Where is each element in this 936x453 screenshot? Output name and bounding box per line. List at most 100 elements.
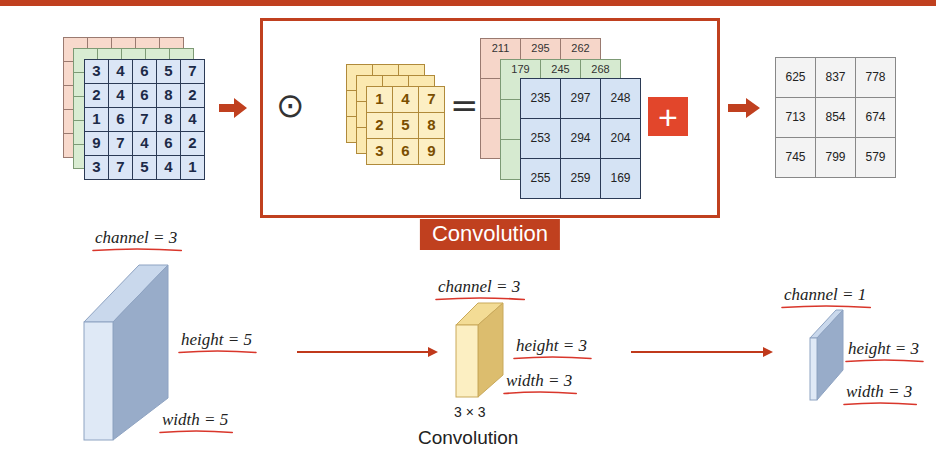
matrix-cell: 6 [132,59,157,84]
matrix-cell: 169 [600,158,641,199]
matrix-cell: 204 [600,118,641,159]
matrix-value: 1 [92,111,100,128]
matrix-cell: 8 [156,83,181,108]
top-bar [0,0,936,6]
dimension-label: height = 5 [181,330,252,350]
matrix-value: 799 [825,151,845,164]
matrix-value: 245 [551,63,569,75]
matrix-cell: 7 [108,131,133,156]
matrix-value: 4 [140,135,148,152]
matrix-cell: 745 [775,137,816,178]
dimension-label: channel = 3 [438,277,520,297]
operator-symbol: ⊙ [276,86,305,125]
frame-title: Convolution [420,219,560,250]
matrix-grid: 235297248253294204255259169 [520,78,641,199]
matrix-cell: 297 [560,78,601,119]
matrix-cell: 2 [180,83,205,108]
slab-side [113,265,168,440]
slab-side [817,310,843,400]
matrix-value: 294 [570,132,590,145]
dimension-label: width = 5 [162,410,228,430]
matrix-value: 8 [164,87,172,104]
matrix-cell: 4 [156,155,181,180]
matrix-value: 7 [427,91,435,108]
matrix-value: 262 [571,42,589,54]
matrix-cell: 7 [418,86,445,113]
matrix-value: 6 [116,111,124,128]
matrix-cell: 5 [156,59,181,84]
hand-underline [844,403,916,405]
flow-arrow [297,351,430,353]
matrix-value: 2 [375,117,383,134]
matrix-cell: 1 [84,107,109,132]
matrix-cell: 778 [855,57,896,98]
matrix-value: 295 [531,42,549,54]
matrix-cell: 713 [775,97,816,138]
hand-underline [160,431,232,433]
matrix-grid: 625837778713854674745799579 [775,57,896,178]
dimension-label: height = 3 [516,336,587,356]
matrix-cell: 4 [132,131,157,156]
matrix-value: 2 [188,135,196,152]
kernel-size-label: 3 × 3 [454,404,486,420]
matrix-value: 4 [164,159,172,176]
dimension-label: height = 3 [848,339,919,359]
matrix-cell: 7 [108,155,133,180]
matrix-value: 3 [375,143,383,160]
matrix-value: 6 [164,135,172,152]
matrix-value: 4 [188,111,196,128]
matrix-value: 211 [492,42,510,54]
matrix-cell: 1 [366,86,393,113]
dimension-label: channel = 1 [784,285,866,305]
matrix-value: 1 [375,91,383,108]
matrix-value: 1 [188,159,196,176]
matrix-value: 5 [401,117,409,134]
matrix-cell: 6 [132,83,157,108]
matrix-cell: 625 [775,57,816,98]
matrix-cell: 6 [392,138,419,165]
matrix-cell: 8 [156,107,181,132]
matrix-cell: 253 [520,118,561,159]
matrix-cell: 6 [108,107,133,132]
matrix-value: 7 [116,159,124,176]
hand-underline [504,392,576,394]
sum-sign: + [658,100,678,134]
hand-underline [436,298,524,300]
matrix-value: 297 [570,92,590,105]
matrix-cell: 6 [156,131,181,156]
matrix-value: 3 [92,63,100,80]
flow-arrow [631,351,765,353]
matrix-value: 4 [116,87,124,104]
hand-underline [93,249,181,251]
matrix-value: 253 [530,132,550,145]
operator-symbol: = [450,86,479,125]
sum-box: + [648,97,688,136]
matrix-cell: 3 [84,59,109,84]
matrix-cell: 7 [132,107,157,132]
matrix-value: 7 [116,135,124,152]
dimension-label: width = 3 [506,371,572,391]
hand-underline [782,306,870,308]
matrix-cell: 4 [108,83,133,108]
matrix-value: 4 [116,63,124,80]
matrix-value: 255 [530,172,550,185]
hand-underline [179,351,256,353]
dimension-label: channel = 3 [95,228,177,248]
matrix-value: 6 [140,87,148,104]
matrix-value: 248 [610,92,630,105]
matrix-value: 5 [140,159,148,176]
matrix-cell: 2 [180,131,205,156]
dimension-label: width = 3 [846,382,912,402]
matrix-value: 4 [401,91,409,108]
matrix-value: 7 [140,111,148,128]
matrix-cell: 3 [84,155,109,180]
matrix-value: 8 [164,111,172,128]
flow-arrow [728,98,760,118]
slab-front [84,322,113,440]
arrow-head [763,347,773,357]
matrix-cell: 8 [418,112,445,139]
matrix-value: 169 [610,172,630,185]
matrix-value: 674 [865,111,885,124]
matrix-cell: 854 [815,97,856,138]
matrix-value: 8 [427,117,435,134]
